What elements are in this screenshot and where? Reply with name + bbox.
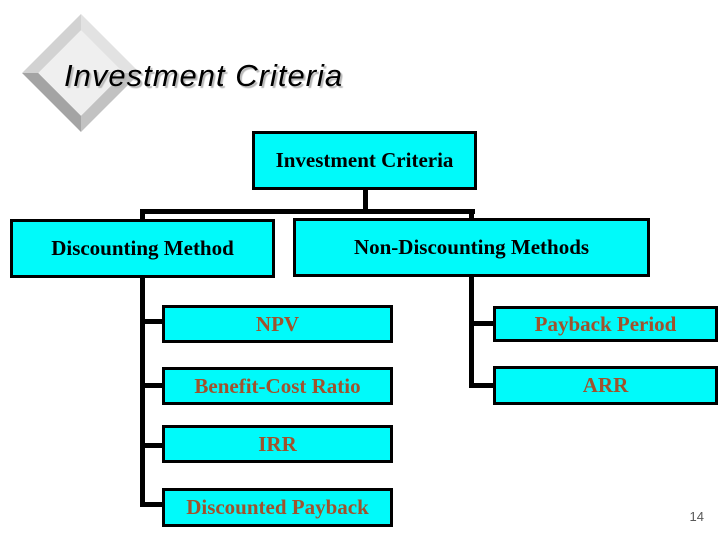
page-number: 14 (689, 509, 704, 524)
node-payback-period-label: Payback Period (534, 311, 677, 336)
connector-stub-benefit-cost-ratio (140, 383, 163, 388)
connector-root-drop (363, 188, 368, 213)
node-discounted-payback-label: Discounted Payback (186, 495, 369, 519)
slide-title: Investment Criteria (64, 58, 344, 93)
node-npv: NPV (162, 305, 393, 343)
node-non-discounting-methods-label: Non-Discounting Methods (353, 235, 590, 259)
connector-stub-irr (140, 443, 163, 448)
node-discounting-method-label: Discounting Method (51, 236, 234, 260)
connector-stub-discounted-payback (140, 502, 163, 507)
node-npv-label: NPV (255, 311, 300, 336)
node-investment-criteria-label: Investment Criteria (275, 148, 454, 172)
connector-branch-crossbar (140, 209, 475, 214)
node-benefit-cost-ratio-label: Benefit-Cost Ratio (194, 373, 361, 398)
node-benefit-cost-ratio: Benefit-Cost Ratio (162, 367, 393, 405)
diamond-bullet-icon (22, 14, 140, 132)
connector-stub-payback-period (469, 321, 494, 326)
node-investment-criteria: Investment Criteria (252, 131, 477, 190)
connector-stub-arr (469, 383, 494, 388)
connector-left-spine (140, 209, 145, 507)
node-discounting-method: Discounting Method (10, 219, 275, 278)
node-arr-label: ARR (582, 373, 629, 397)
node-non-discounting-methods: Non-Discounting Methods (293, 218, 650, 277)
node-irr: IRR (162, 425, 393, 463)
node-discounted-payback: Discounted Payback (162, 488, 393, 527)
node-arr: ARR (493, 366, 718, 405)
connector-stub-npv (140, 319, 163, 324)
node-irr-label: IRR (258, 431, 297, 456)
connector-right-spine (469, 209, 474, 387)
node-payback-period: Payback Period (493, 306, 718, 342)
